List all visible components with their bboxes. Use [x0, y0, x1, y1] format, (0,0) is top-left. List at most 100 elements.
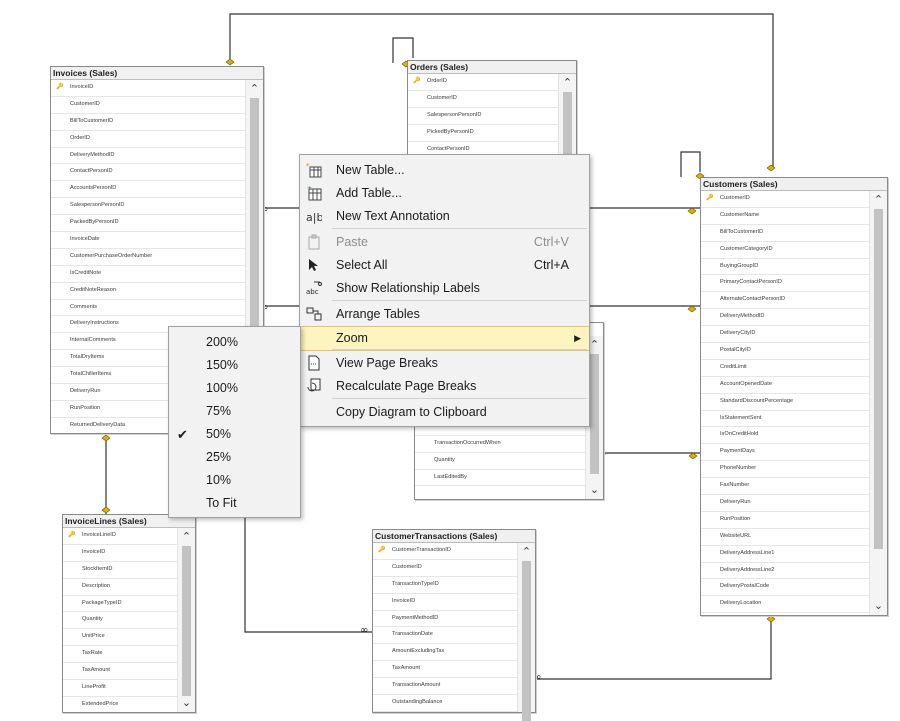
column-row[interactable]: 🔑InvoiceLineID: [63, 528, 177, 545]
scroll-up-icon[interactable]: ⌃: [181, 531, 192, 543]
column-row[interactable]: UnitPrice: [63, 629, 177, 647]
column-row[interactable]: TransactionTypeID: [373, 577, 517, 594]
zoom-option-200[interactable]: 200%: [169, 331, 300, 354]
menu-item-zoom[interactable]: Zoom▶: [300, 326, 589, 351]
column-row[interactable]: TotalChillerItems: [51, 367, 245, 385]
column-row[interactable]: 🔑InvoiceID: [51, 80, 245, 97]
relationship-line[interactable]: [535, 615, 772, 680]
scroll-thumb[interactable]: [590, 354, 599, 474]
column-row[interactable]: DeliveryLocation: [701, 596, 869, 614]
column-row[interactable]: SalespersonPersonID: [51, 198, 245, 216]
vertical-scrollbar[interactable]: ⌃: [558, 74, 576, 162]
column-row[interactable]: 🔑OrderID: [408, 74, 558, 91]
column-row[interactable]: BillToCustomerID: [51, 114, 245, 131]
column-row[interactable]: 🔑CustomerTransactionID: [373, 543, 517, 560]
column-row[interactable]: Description: [63, 579, 177, 596]
zoom-option-50[interactable]: ✔50%: [169, 423, 300, 446]
relationship-line[interactable]: [680, 151, 701, 177]
vertical-scrollbar[interactable]: ⌃⌄: [177, 528, 195, 712]
column-row[interactable]: PhoneNumber: [701, 461, 869, 479]
relationship-line[interactable]: [392, 37, 414, 63]
column-row[interactable]: Comments: [51, 300, 245, 317]
column-row[interactable]: InvoiceDate: [51, 232, 245, 249]
scroll-thumb[interactable]: [250, 98, 259, 348]
column-row[interactable]: StockItemID: [63, 562, 177, 579]
column-row[interactable]: CreditNoteReason: [51, 283, 245, 300]
column-row[interactable]: PostalAddressLine1: [701, 613, 869, 615]
column-row[interactable]: TaxAmount: [373, 661, 517, 679]
column-row[interactable]: DeliveryCityID: [701, 326, 869, 344]
column-row[interactable]: TransactionOccurredWhen: [415, 436, 585, 453]
column-row[interactable]: StandardDiscountPercentage: [701, 394, 869, 411]
zoom-option-25[interactable]: 25%: [169, 446, 300, 469]
column-row[interactable]: IsOnCreditHold: [701, 427, 869, 445]
column-row[interactable]: DeliveryAddressLine2: [701, 563, 869, 580]
column-row[interactable]: PrimaryContactPersonID: [701, 275, 869, 293]
relationship-line[interactable]: [244, 505, 372, 633]
column-row[interactable]: CustomerPurchaseOrderNumber: [51, 249, 245, 266]
zoom-option-150[interactable]: 150%: [169, 354, 300, 377]
menu-item-add-table[interactable]: +Add Table...: [300, 182, 589, 205]
column-row[interactable]: DeliveryAddressLine1: [701, 546, 869, 563]
scroll-down-icon[interactable]: ⌄: [873, 600, 884, 612]
column-row[interactable]: SalespersonPersonID: [408, 108, 558, 125]
column-row[interactable]: LastEditedBy: [415, 470, 585, 487]
menu-item-view-page-breaks[interactable]: View Page Breaks: [300, 352, 589, 375]
column-row[interactable]: OrderID: [51, 131, 245, 148]
column-row[interactable]: IsStatementSent: [701, 411, 869, 428]
table-title[interactable]: Orders (Sales): [408, 61, 576, 74]
column-row[interactable]: PickedByPersonID: [408, 125, 558, 142]
zoom-option-75[interactable]: 75%: [169, 400, 300, 423]
column-row[interactable]: PackageTypeID: [63, 596, 177, 613]
column-row[interactable]: ReturnedDeliveryData: [51, 418, 245, 433]
column-row[interactable]: InternalComments: [51, 333, 245, 351]
menu-item-recalculate-page-breaks[interactable]: Recalculate Page Breaks: [300, 375, 589, 398]
column-row[interactable]: TaxRate: [63, 646, 177, 664]
menu-item-new-table[interactable]: *New Table...: [300, 159, 589, 182]
scroll-thumb[interactable]: [874, 209, 883, 549]
column-row[interactable]: AlternateContactPersonID: [701, 292, 869, 310]
table-title[interactable]: Customers (Sales): [701, 178, 887, 191]
column-row[interactable]: Quantity: [415, 453, 585, 470]
column-row[interactable]: InvoiceID: [63, 545, 177, 562]
column-row[interactable]: DeliveryRun: [701, 495, 869, 512]
column-row[interactable]: TransactionAmount: [373, 678, 517, 696]
column-row[interactable]: CreditLimit: [701, 360, 869, 377]
column-row[interactable]: DeliveryPostalCode: [701, 579, 869, 597]
column-row[interactable]: ExtendedPrice: [63, 697, 177, 712]
column-row[interactable]: DeliveryMethodID: [51, 148, 245, 165]
column-row[interactable]: CustomerID: [408, 91, 558, 108]
column-row[interactable]: RunPosition: [51, 401, 245, 418]
menu-item-arrange-tables[interactable]: Arrange Tables: [300, 303, 589, 326]
zoom-option-10[interactable]: 10%: [169, 469, 300, 492]
column-row[interactable]: DeliveryInstructions: [51, 316, 245, 334]
column-row[interactable]: OutstandingBalance: [373, 695, 517, 712]
column-row[interactable]: DeliveryMethodID: [701, 309, 869, 327]
column-row[interactable]: AmountExcludingTax: [373, 644, 517, 662]
table-title[interactable]: CustomerTransactions (Sales): [373, 530, 535, 543]
column-row[interactable]: TaxAmount: [63, 663, 177, 681]
column-row[interactable]: PaymentDays: [701, 444, 869, 462]
table-customer-transactions[interactable]: CustomerTransactions (Sales)🔑CustomerTra…: [372, 529, 536, 721]
column-row[interactable]: IsCreditNote: [51, 266, 245, 283]
column-row[interactable]: InvoiceID: [373, 594, 517, 611]
column-row[interactable]: LineProfit: [63, 680, 177, 697]
scroll-thumb[interactable]: [522, 561, 531, 721]
column-row[interactable]: 🔑CustomerID: [701, 191, 869, 208]
column-row[interactable]: RunPosition: [701, 512, 869, 529]
column-row[interactable]: CustomerCategoryID: [701, 242, 869, 259]
column-row[interactable]: CustomerName: [701, 208, 869, 225]
column-row[interactable]: ContactPersonID: [408, 142, 558, 156]
column-row[interactable]: BillToCustomerID: [701, 225, 869, 242]
column-row[interactable]: CustomerID: [51, 97, 245, 114]
vertical-scrollbar[interactable]: ⌃⌄: [869, 191, 887, 615]
zoom-submenu[interactable]: 200%150%100%75%✔50%25%10%To Fit: [168, 326, 301, 518]
